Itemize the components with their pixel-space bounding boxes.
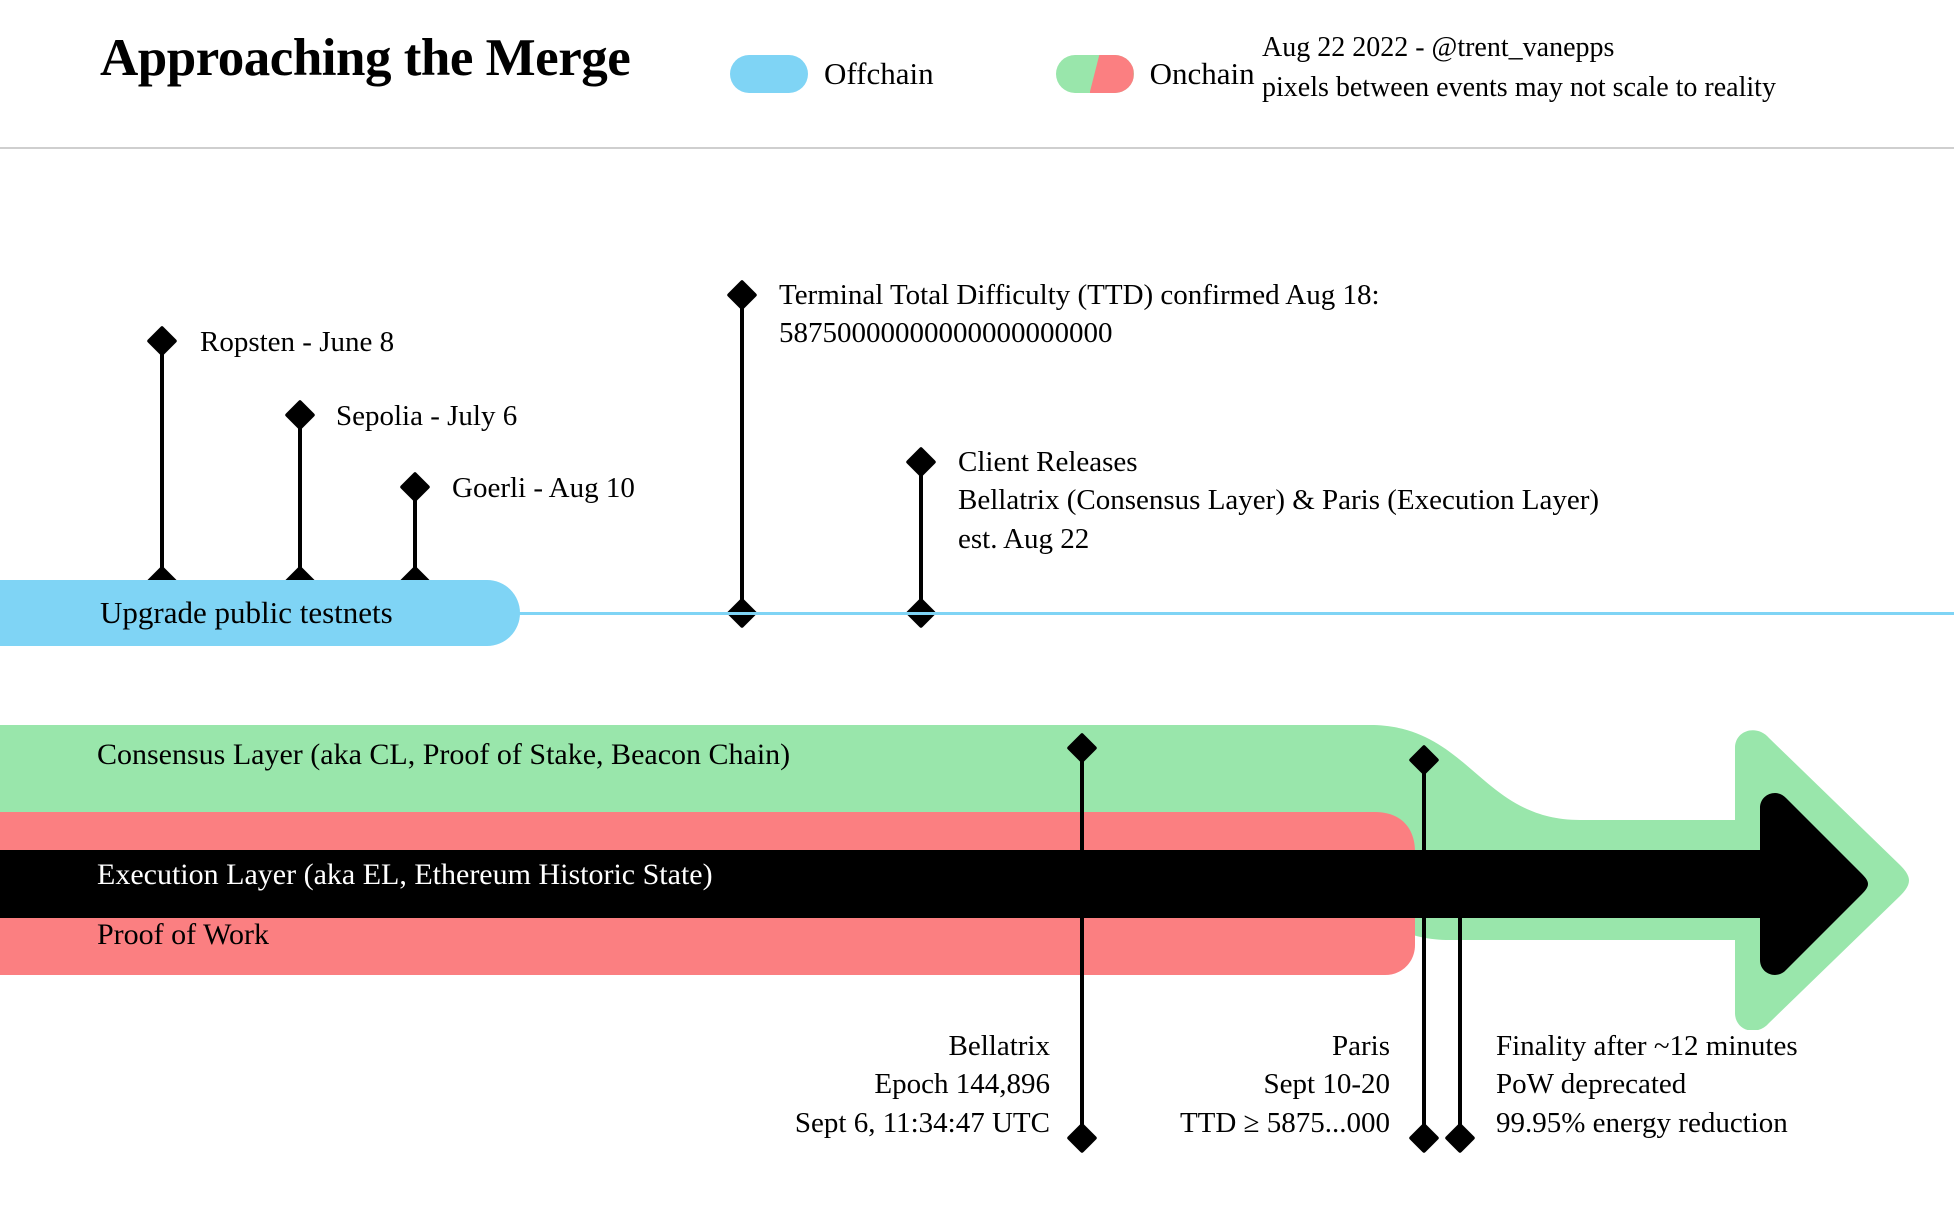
diamond-icon [1066,1122,1098,1154]
marker-stem [413,487,417,581]
milestone-paris: Paris Sept 10-20 TTD ≥ 5875...000 [1140,1027,1390,1142]
annotation-ttd-line1: Terminal Total Difficulty (TTD) confirme… [779,279,1380,311]
offchain-bar-label: Upgrade public testnets [100,595,393,630]
milestone-paris-line2: Sept 10-20 [1263,1068,1390,1101]
milestone-post-merge: Finality after ~12 minutes PoW deprecate… [1496,1027,1798,1142]
execution-layer-label: Execution Layer (aka EL, Ethereum Histor… [97,858,713,891]
milestone-paris-line1: Paris [1332,1030,1390,1062]
consensus-layer-band [0,725,1909,1030]
marker-stem [160,341,164,581]
milestone-post-merge-line3: 99.95% energy reduction [1496,1106,1788,1139]
legend: Offchain Onchain [730,55,1255,93]
header: Approaching the Merge Offchain Onchain A… [0,0,1954,149]
diamond-icon [1408,1122,1440,1154]
marker-stem [298,415,302,581]
marker-stem [1080,748,1084,1138]
event-label-ropsten: Ropsten - June 8 [200,326,395,358]
legend-item-offchain: Offchain [730,55,934,93]
offchain-color-swatch [730,55,808,93]
diamond-icon [1444,1122,1476,1154]
page-title: Approaching the Merge [100,29,631,87]
milestone-post-merge-line2: PoW deprecated [1496,1068,1687,1101]
milestone-bellatrix-line2: Epoch 144,896 [874,1068,1050,1101]
event-label-sepolia: Sepolia - July 6 [336,400,518,432]
milestone-bellatrix: Bellatrix Epoch 144,896 Sept 6, 11:34:47… [760,1027,1050,1142]
annotation-ttd-value: 58750000000000000000000 [779,317,1113,350]
annotation-client-releases: Client Releases Bellatrix (Consensus Lay… [958,443,1599,558]
offchain-timeline-line [400,612,1954,615]
legend-item-onchain: Onchain [1055,55,1255,93]
merge-diagram [0,725,1909,1030]
legend-label-offchain: Offchain [824,56,934,91]
onchain-swatch-red-half [1089,55,1134,93]
milestone-bellatrix-line1: Bellatrix [948,1030,1050,1062]
marker-stem [740,295,744,613]
credit-block: Aug 22 2022 - @trent_vanepps pixels betw… [1262,28,1776,108]
annotation-client-line2: Bellatrix (Consensus Layer) & Paris (Exe… [958,484,1600,517]
annotation-client-line3: est. Aug 22 [958,522,1090,555]
event-label-goerli: Goerli - Aug 10 [452,472,635,504]
marker-stem [1458,860,1462,1138]
annotation-client-line1: Client Releases [958,446,1138,478]
proof-of-work-label: Proof of Work [97,918,270,951]
legend-label-onchain: Onchain [1149,56,1255,91]
execution-layer-bar [0,793,1868,975]
credit-disclaimer: pixels between events may not scale to r… [1262,71,1776,103]
milestone-paris-line3: TTD ≥ 5875...000 [1179,1106,1390,1139]
header-divider [0,147,1954,149]
milestone-bellatrix-line3: Sept 6, 11:34:47 UTC [794,1106,1050,1139]
onchain-color-swatch [1055,55,1134,93]
consensus-layer-label: Consensus Layer (aka CL, Proof of Stake,… [97,738,791,771]
credit-date-author: Aug 22 2022 - @trent_vanepps [1262,32,1615,63]
annotation-ttd-confirmed: Terminal Total Difficulty (TTD) confirme… [779,276,1380,353]
offchain-bar-upgrade-testnets: Upgrade public testnets [0,580,520,646]
marker-stem [919,462,923,613]
milestone-post-merge-line1: Finality after ~12 minutes [1496,1030,1798,1062]
marker-stem [1422,760,1426,1138]
